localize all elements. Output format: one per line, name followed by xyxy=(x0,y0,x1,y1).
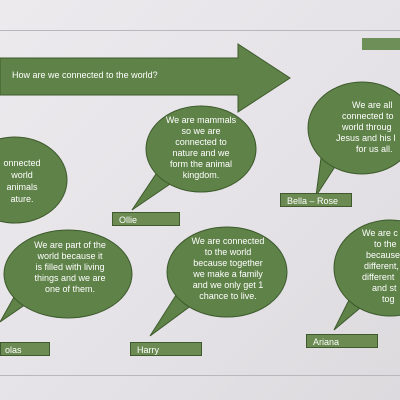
speech-bubble-ariana xyxy=(333,219,400,331)
bubble-text-nicholas: We are part of the world because it is f… xyxy=(20,240,120,295)
banner-question: How are we connected to the world? xyxy=(12,70,158,80)
bubble-line: connected to xyxy=(175,137,227,147)
bubble-line: onnected xyxy=(3,158,41,168)
bubble-line: form the animal xyxy=(169,159,233,169)
name-tag-nicholas: olas xyxy=(0,342,50,356)
bubble-line: connected to xyxy=(342,111,394,121)
speech-bubble-nicholas xyxy=(0,229,133,323)
name-tag-ariana: Ariana xyxy=(306,334,378,348)
bubble-line: We are c xyxy=(362,228,398,238)
bubble-line: because together xyxy=(193,258,263,268)
speech-bubble-bella-rose xyxy=(307,81,400,197)
bubble-text-ollie: We are mammals so we are connected to na… xyxy=(156,115,246,181)
bubble-line: we make a family xyxy=(193,269,263,279)
bubble-line: chance to live. xyxy=(199,291,257,301)
bubble-text-left-top: onnected world animals ature. xyxy=(0,157,50,205)
bubble-line: world throug xyxy=(342,122,392,132)
bubble-line: We are all xyxy=(352,100,393,110)
bubble-line: different, xyxy=(364,261,399,271)
bubble-line: We are mammals xyxy=(165,115,237,125)
bubble-line: because xyxy=(366,250,400,260)
bubble-line: for us all. xyxy=(356,144,393,154)
corner-tab xyxy=(362,38,400,50)
bubble-line: nature and we xyxy=(172,148,230,158)
speech-bubble-left-top xyxy=(0,136,68,224)
bubble-line: to the xyxy=(374,239,397,249)
bubble-line: to the world xyxy=(204,247,252,257)
bubble-line: We are part of the xyxy=(34,240,106,250)
speech-bubble-harry xyxy=(149,226,288,337)
bubble-line: is filled with living xyxy=(35,262,105,272)
name-tag-bella-rose: Bella – Rose xyxy=(280,193,352,207)
name-tag-harry: Harry xyxy=(130,342,202,356)
bubble-line: kingdom. xyxy=(182,170,220,180)
bubble-line: We are connected xyxy=(191,236,265,246)
bubble-text-harry: We are connected to the world because to… xyxy=(180,236,276,302)
bubble-line: world xyxy=(11,170,33,180)
bubble-line: one of them. xyxy=(44,284,96,294)
bubble-text-ariana: We are c to the because different, diffe… xyxy=(350,228,400,305)
bubble-line: Jesus and his l xyxy=(336,133,396,143)
bubble-line: world because it xyxy=(37,251,103,261)
name-tag-ollie: Ollie xyxy=(112,212,180,226)
bubble-line: and st xyxy=(372,283,397,293)
bubble-line: so we are xyxy=(181,126,221,136)
banner-arrow xyxy=(0,43,291,113)
bubble-line: ature. xyxy=(10,194,34,204)
bubble-line: animals xyxy=(6,182,38,192)
bubble-line: different xyxy=(362,272,395,282)
bubble-line: tog xyxy=(382,294,395,304)
bottom-divider xyxy=(0,375,400,376)
bubble-line: and we only get 1 xyxy=(192,280,264,290)
top-divider xyxy=(0,30,400,31)
bubble-line: things and we are xyxy=(34,273,106,283)
speech-bubble-ollie xyxy=(131,105,257,211)
bubble-text-bella-rose: We are all connected to world throug Jes… xyxy=(330,100,400,155)
